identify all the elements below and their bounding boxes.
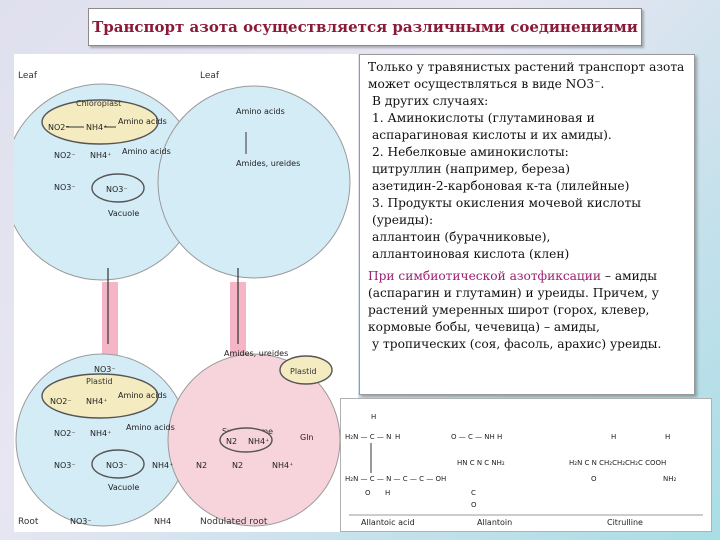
svg-text:O: O: [591, 475, 597, 483]
svg-text:H: H: [385, 489, 390, 497]
root-nh4-bottom: NH4: [154, 517, 171, 526]
svg-text:H: H: [395, 433, 400, 441]
svg-text:H: H: [665, 433, 670, 441]
slide-title: Транспорт азота осуществляется различным…: [88, 8, 642, 46]
sym-n2: N2: [226, 437, 237, 446]
svg-text:O: O: [365, 489, 371, 497]
vacuole-root-no3: NO3⁻: [106, 461, 128, 470]
plastid-root: [41, 373, 159, 419]
svg-text:H: H: [371, 413, 376, 421]
svg-text:H₂N C N CH₂CH₂CH₂C COO: H₂N C N CH₂CH₂CH₂C COOH: [569, 459, 666, 467]
plastid-nh4: NH4⁺: [86, 397, 107, 406]
structures-svg: H H₂N — C — N H H₂N — C — N — C — C — OH…: [345, 413, 703, 527]
leaf-no3: NO3⁻: [54, 183, 76, 192]
svg-text:O — C — NH H: O — C — NH H: [451, 433, 502, 441]
plastid-no2: NO2⁻: [50, 397, 72, 406]
label-allantoin: Allantoin: [477, 518, 512, 527]
root-no2: NO2⁻: [54, 429, 76, 438]
label-leaf-right: Leaf: [200, 71, 220, 81]
item-2b: азетидин-2-карбоновая к-та (лилейные): [372, 179, 630, 193]
rleaf-amides: Amides, ureides: [236, 159, 300, 168]
nod-n2-right: N2: [232, 461, 243, 470]
svg-text:H₂N — C — N: H₂N — C — N: [345, 433, 391, 441]
label-vacuole-root: Vacuole: [108, 483, 139, 492]
label-vacuole-leaf: Vacuole: [108, 209, 139, 218]
symbiotic-lead: При симбиотической азотфиксации: [368, 269, 602, 283]
figure-svg: Leaf Leaf Chloroplast NO2⁻ NH4⁺ Amino ac…: [14, 71, 351, 527]
symbiotic-paragraph: При симбиотической азотфиксации – амиды …: [368, 268, 688, 336]
label-nodulated-root: Nodulated root: [200, 517, 268, 527]
leaf-amino: Amino acids: [122, 147, 171, 156]
chemical-structures: H H₂N — C — N H H₂N — C — N — C — C — OH…: [340, 398, 712, 532]
label-plastid-nod: Plastid: [290, 367, 317, 376]
vacuole-leaf: [91, 173, 145, 203]
chloro-nh4: NH4⁺: [86, 123, 107, 132]
label-plastid-root: Plastid: [86, 377, 113, 386]
right-leaf-cell: [157, 85, 351, 279]
symbiotic-rest: – амиды (аспарагин и глутамин) и уреиды.…: [368, 269, 659, 334]
other-cases: В других случаях:: [372, 94, 489, 108]
label-leaf-left: Leaf: [18, 71, 38, 81]
svg-text:C: C: [471, 489, 476, 497]
left-stem: [102, 282, 118, 372]
leaf-nh4: NH4⁺: [90, 151, 111, 160]
svg-text:H₂N — C — N — C — C — OH: H₂N — C — N — C — C — OH: [345, 475, 446, 483]
label-citrulline: Citrulline: [607, 518, 643, 527]
plastid-amino: Amino acids: [118, 391, 167, 400]
item-1: 1. Аминокислоты (глутаминовая и аспараги…: [372, 111, 612, 142]
root-nh4-right: NH4⁺: [152, 461, 173, 470]
svg-text:NH₂: NH₂: [663, 475, 677, 483]
root-no3: NO3⁻: [54, 461, 76, 470]
nod-gln: Gln: [300, 433, 314, 442]
chloroplast: [41, 99, 159, 145]
item-3a: аллантоин (бурачниковые),: [372, 230, 551, 244]
plastid-nod: [279, 355, 333, 385]
label-root: Root: [18, 517, 39, 527]
root-nh4: NH4⁺: [90, 429, 111, 438]
allantoic-structure: H H₂N — C — N H H₂N — C — N — C — C — OH…: [345, 413, 446, 497]
vacuole-root: [91, 449, 145, 479]
root-no3-bottom: NO3⁻: [70, 517, 92, 526]
symbiotic-end: у тропических (соя, фасоль, арахис) уреи…: [372, 337, 662, 351]
root-amino: Amino acids: [126, 423, 175, 432]
nod-amides: Amides, ureides: [224, 349, 288, 358]
svg-text:HN C N C NH₂: HN C N C NH₂: [457, 459, 505, 467]
item-2a: цитруллин (например, береза): [372, 162, 570, 176]
vacuole-leaf-no3: NO3⁻: [106, 185, 128, 194]
root-no3-top: NO3⁻: [94, 365, 116, 374]
citrulline-structure: H H H₂N C N CH₂CH₂CH₂C COOH O NH₂: [569, 433, 677, 483]
allantoin-structure: O — C — NH H HN C N C NH₂ C O: [451, 433, 505, 509]
explanation-panel: Только у травянистых растений транспорт …: [359, 54, 695, 395]
item-2: 2. Небелковые аминокислоты:: [372, 145, 569, 159]
label-chloroplast: Chloroplast: [76, 99, 121, 108]
intro-text: Только у травянистых растений транспорт …: [368, 60, 685, 91]
chloro-no2: NO2⁻: [48, 123, 70, 132]
svg-text:O: O: [471, 501, 477, 509]
leaf-no2: NO2⁻: [54, 151, 76, 160]
nitrogen-transport-figure: Leaf Leaf Chloroplast NO2⁻ NH4⁺ Amino ac…: [14, 54, 358, 532]
symbiosome: [219, 427, 273, 453]
item-3: 3. Продукты окисления мочевой кислоты (у…: [372, 196, 641, 227]
label-allantoic: Allantoic acid: [361, 518, 415, 527]
item-3b: аллантоиновая кислота (клен): [372, 247, 570, 261]
sym-nh4: NH4⁺: [248, 437, 269, 446]
svg-text:H: H: [611, 433, 616, 441]
chloro-amino: Amino acids: [118, 117, 167, 126]
nod-n2-left: N2: [196, 461, 207, 470]
nod-nh4: NH4⁺: [272, 461, 293, 470]
rleaf-amino: Amino acids: [236, 107, 285, 116]
